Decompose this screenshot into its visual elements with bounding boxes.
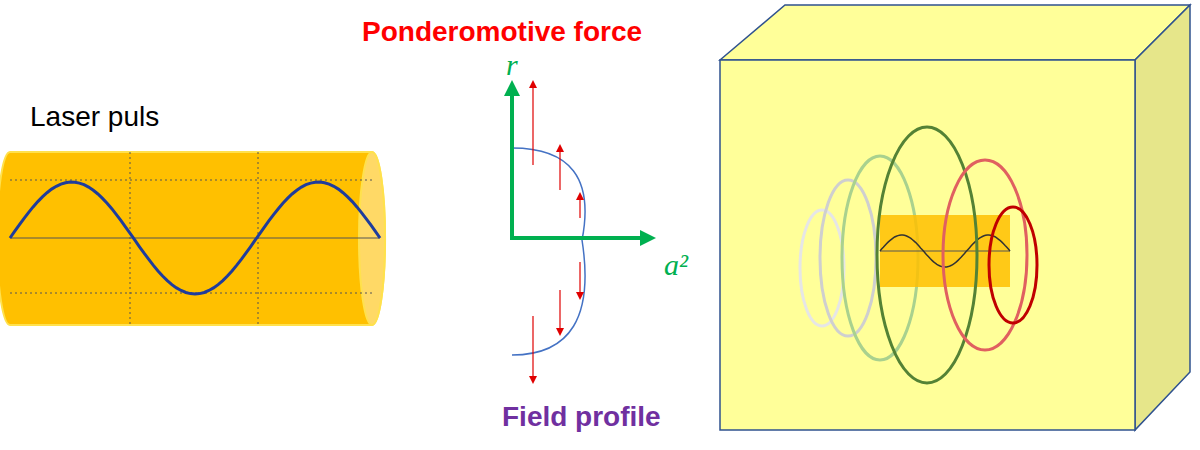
axis-label: a²	[664, 250, 688, 280]
laser-cylinder	[0, 152, 385, 325]
part-label: Laser puls	[30, 103, 159, 131]
caption-label: Field profile	[502, 403, 661, 431]
axis-label: r	[506, 50, 518, 80]
plasma-cube	[720, 5, 1190, 430]
field-profile	[512, 84, 648, 380]
title-label: Ponderomotive force	[362, 18, 642, 46]
